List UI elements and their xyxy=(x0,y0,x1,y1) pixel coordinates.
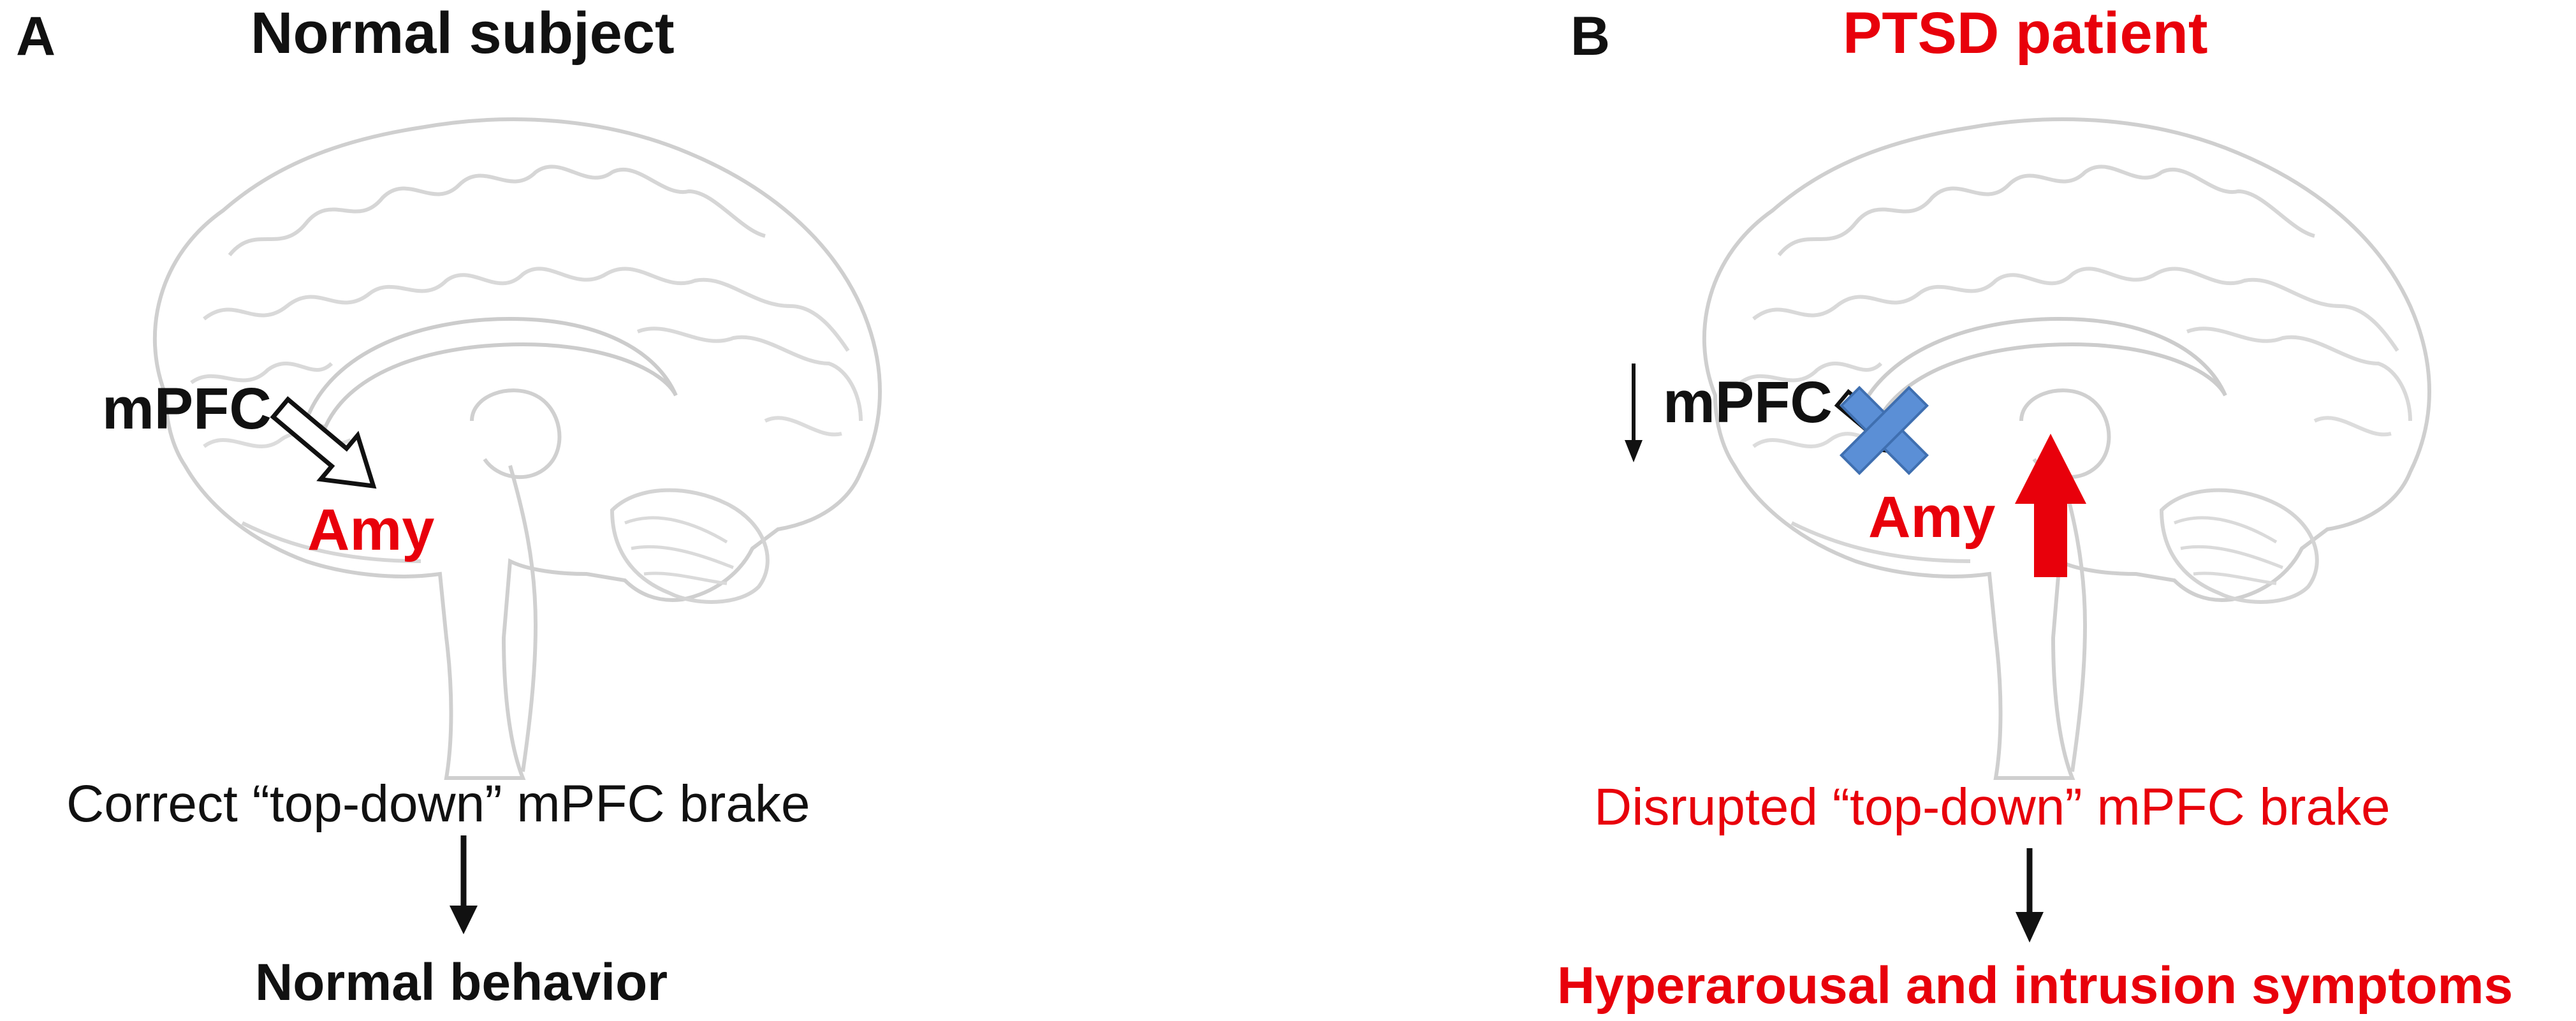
cross-icon xyxy=(1839,385,1929,476)
down-arrow-icon xyxy=(2016,848,2044,943)
panel-b-letter: B xyxy=(1570,6,1611,67)
panel-b-amy-label: Amy xyxy=(1868,485,1996,550)
panel-b-mpfc-label: mPFC xyxy=(1663,370,1833,435)
panel-a-amy-label: Amy xyxy=(307,497,435,562)
brain-sagittal-icon xyxy=(155,119,880,778)
down-arrow-icon xyxy=(450,835,478,934)
panel-b-caption: Disrupted “top-down” mPFC brake xyxy=(1594,778,2390,836)
panel-a-title: Normal subject xyxy=(251,1,675,66)
panel-a-mpfc-label: mPFC xyxy=(102,376,272,441)
panel-b-outcome: Hyperarousal and intrusion symptoms xyxy=(1557,957,2514,1015)
down-arrow-icon xyxy=(1625,364,1643,462)
up-arrow-icon xyxy=(2015,434,2086,577)
panel-a-outcome: Normal behavior xyxy=(255,953,668,1011)
panel-a-caption: Correct “top-down” mPFC brake xyxy=(66,775,810,833)
brain-sagittal-icon xyxy=(1704,119,2429,778)
panel-b-title: PTSD patient xyxy=(1843,1,2208,66)
panel-a-letter: A xyxy=(16,6,56,67)
hollow-arrow-icon xyxy=(270,396,377,489)
